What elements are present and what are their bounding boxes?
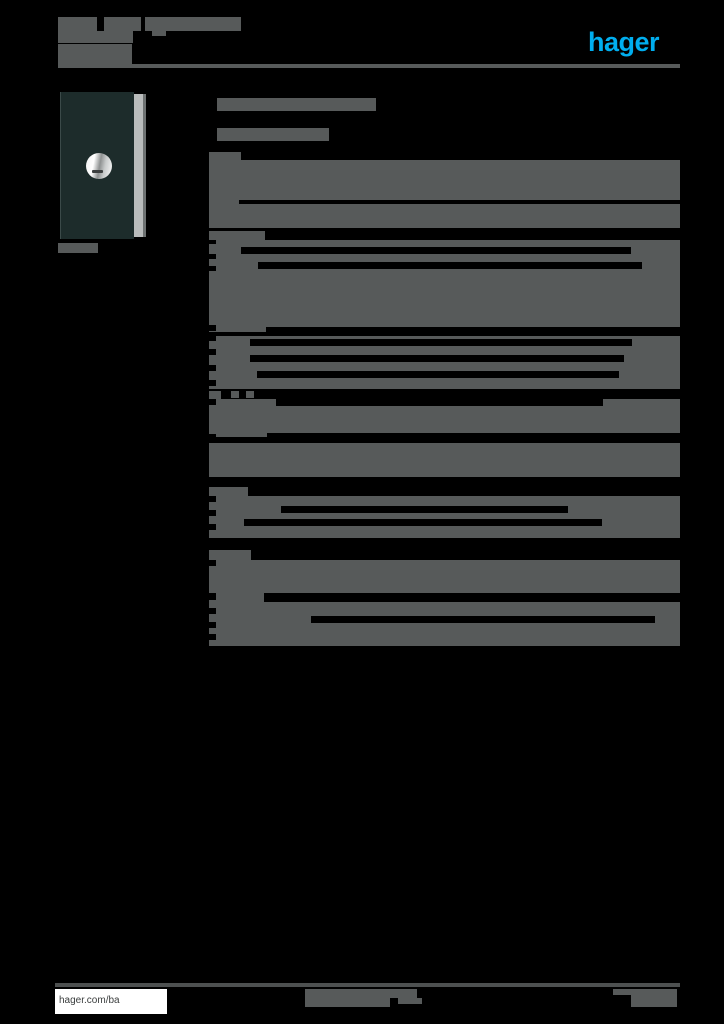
spec-group-2-gap-9 [250,355,624,362]
spec-group-2-gap-13 [209,365,216,371]
spec-group-1-label [209,152,241,161]
spec-group-4-gap-2 [244,519,602,526]
footer-right-block-2 [631,989,677,1007]
rotary-knob-icon [86,153,112,179]
spec-group-4-label [209,487,248,496]
spec-group-2-band-1 [209,240,680,332]
header-title-line1-part-b [104,17,141,31]
spec-group-3-gap-3 [267,433,680,443]
spec-group-2-label [209,231,265,241]
product-image [60,92,146,239]
spec-group-4-band-1 [209,496,680,538]
product-edge-highlight [134,94,143,237]
spec-group-3-label [209,391,221,400]
spec-group-5-gap-6 [209,622,216,628]
spec-group-3-label-c [246,391,254,398]
hager-logo-text: hager [588,27,660,57]
spec-group-3-band-2 [209,443,680,477]
content-heading-primary [217,98,376,111]
header-divider [58,64,680,68]
header-title-line1-part-a [58,17,97,31]
spec-group-5-gap-1 [264,593,680,602]
footer-divider [55,983,680,987]
spec-group-2-gap-14 [209,380,216,386]
header-title-line1-part-c [145,17,241,31]
spec-group-1-row-label-a [209,200,239,204]
spec-group-2-gap-10 [257,371,619,378]
spec-group-3-gap-2 [209,399,216,405]
spec-group-2-gap-1 [241,247,631,254]
spec-group-5-gap-4 [209,593,216,600]
spec-group-4-gap-3 [209,496,216,502]
spec-group-4-gap-5 [209,524,216,530]
spec-group-1-band-1 [209,160,680,200]
footer-right-block-1 [613,989,631,995]
footer-center-block-3 [398,998,422,1004]
spec-group-3-label-b [231,391,239,398]
spec-group-5-label [209,550,251,560]
header-title-line2 [58,31,133,43]
spec-group-2-gap-4 [209,254,216,259]
header-title-accent-dot [152,31,166,36]
spec-group-2-gap-7 [209,325,216,331]
spec-group-2-gap-3 [209,240,216,244]
spec-group-5-gap-2 [311,616,655,623]
spec-group-2-gap-12 [209,349,216,355]
spec-group-3-gap-4 [209,434,216,440]
spec-group-2-gap-8 [250,339,632,346]
hager-logo: hager [588,27,676,57]
spec-group-2-gap-11 [209,336,216,341]
footer-url-container[interactable]: hager.com/ba [55,989,167,1014]
spec-group-2-gap-5 [209,266,216,271]
footer-url-link[interactable]: hager.com/ba [59,995,120,1006]
spec-group-4-gap-1 [281,506,568,513]
header-subtitle [58,44,132,64]
rotary-knob-notch-icon [92,170,103,173]
spec-group-5-gap-7 [209,634,216,640]
content-heading-secondary [217,128,329,141]
spec-group-3-gap-1 [276,395,603,406]
spec-group-2-gap-2 [258,262,642,269]
spec-group-5-gap-5 [209,608,216,614]
product-caption [58,243,98,253]
spec-group-4-gap-4 [209,510,216,516]
footer-center-block-2 [305,998,390,1007]
spec-group-5-band-1 [209,560,680,646]
spec-group-2-gap-6 [266,327,680,335]
spec-group-5-gap-3 [209,560,216,566]
footer-center-block-1 [305,989,417,998]
product-edge-shadow [143,94,146,237]
spec-group-1-band-2 [209,204,680,228]
